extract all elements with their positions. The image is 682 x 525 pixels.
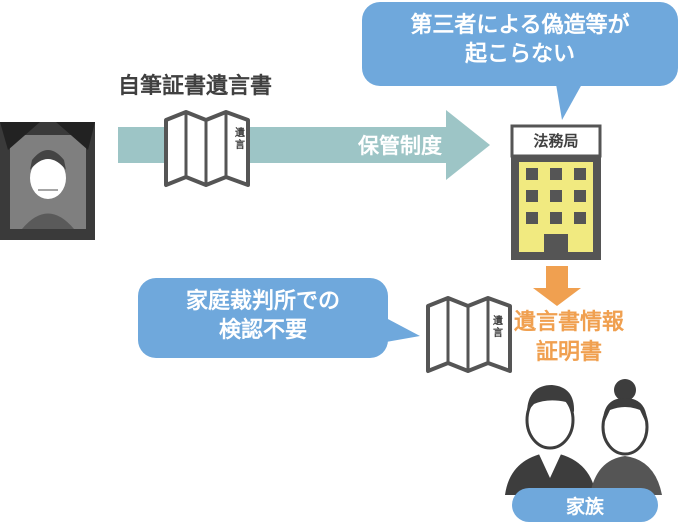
- source-label: 自筆証書遺言書: [118, 74, 273, 99]
- certificate-arrow: [533, 266, 581, 306]
- arrow-label: 保管制度: [358, 134, 442, 158]
- will-doc-label-top: 遺言: [235, 128, 245, 151]
- will-doc-label-bottom: 遺言: [493, 316, 503, 339]
- family-icon: [505, 379, 662, 495]
- family-badge: [512, 488, 658, 522]
- family-label: 家族: [565, 496, 604, 518]
- legal-affairs-bureau-building: [510, 124, 602, 260]
- certificate-line1: 遺言書情報: [514, 310, 625, 335]
- callout-top-line2: 起こらない: [464, 41, 575, 67]
- callout-top: [362, 2, 678, 120]
- will-document-icon-bottom: [426, 296, 512, 373]
- callout-left-line1: 家庭裁判所での: [185, 289, 340, 314]
- callout-top-line1: 第三者による偽造等が: [410, 13, 630, 38]
- portrait-icon: [0, 122, 95, 240]
- callout-left-text: 家庭裁判所での 検認不要: [138, 288, 388, 345]
- certificate-line2: 証明書: [536, 339, 603, 365]
- callout-top-text: 第三者による偽造等が 起こらない: [362, 12, 678, 69]
- will-document-icon-top: [164, 110, 250, 187]
- office-label: 法務局: [533, 132, 579, 150]
- certificate-label: 遺言書情報 証明書: [514, 308, 624, 367]
- callout-left: [138, 278, 420, 358]
- callout-left-line2: 検認不要: [218, 317, 307, 343]
